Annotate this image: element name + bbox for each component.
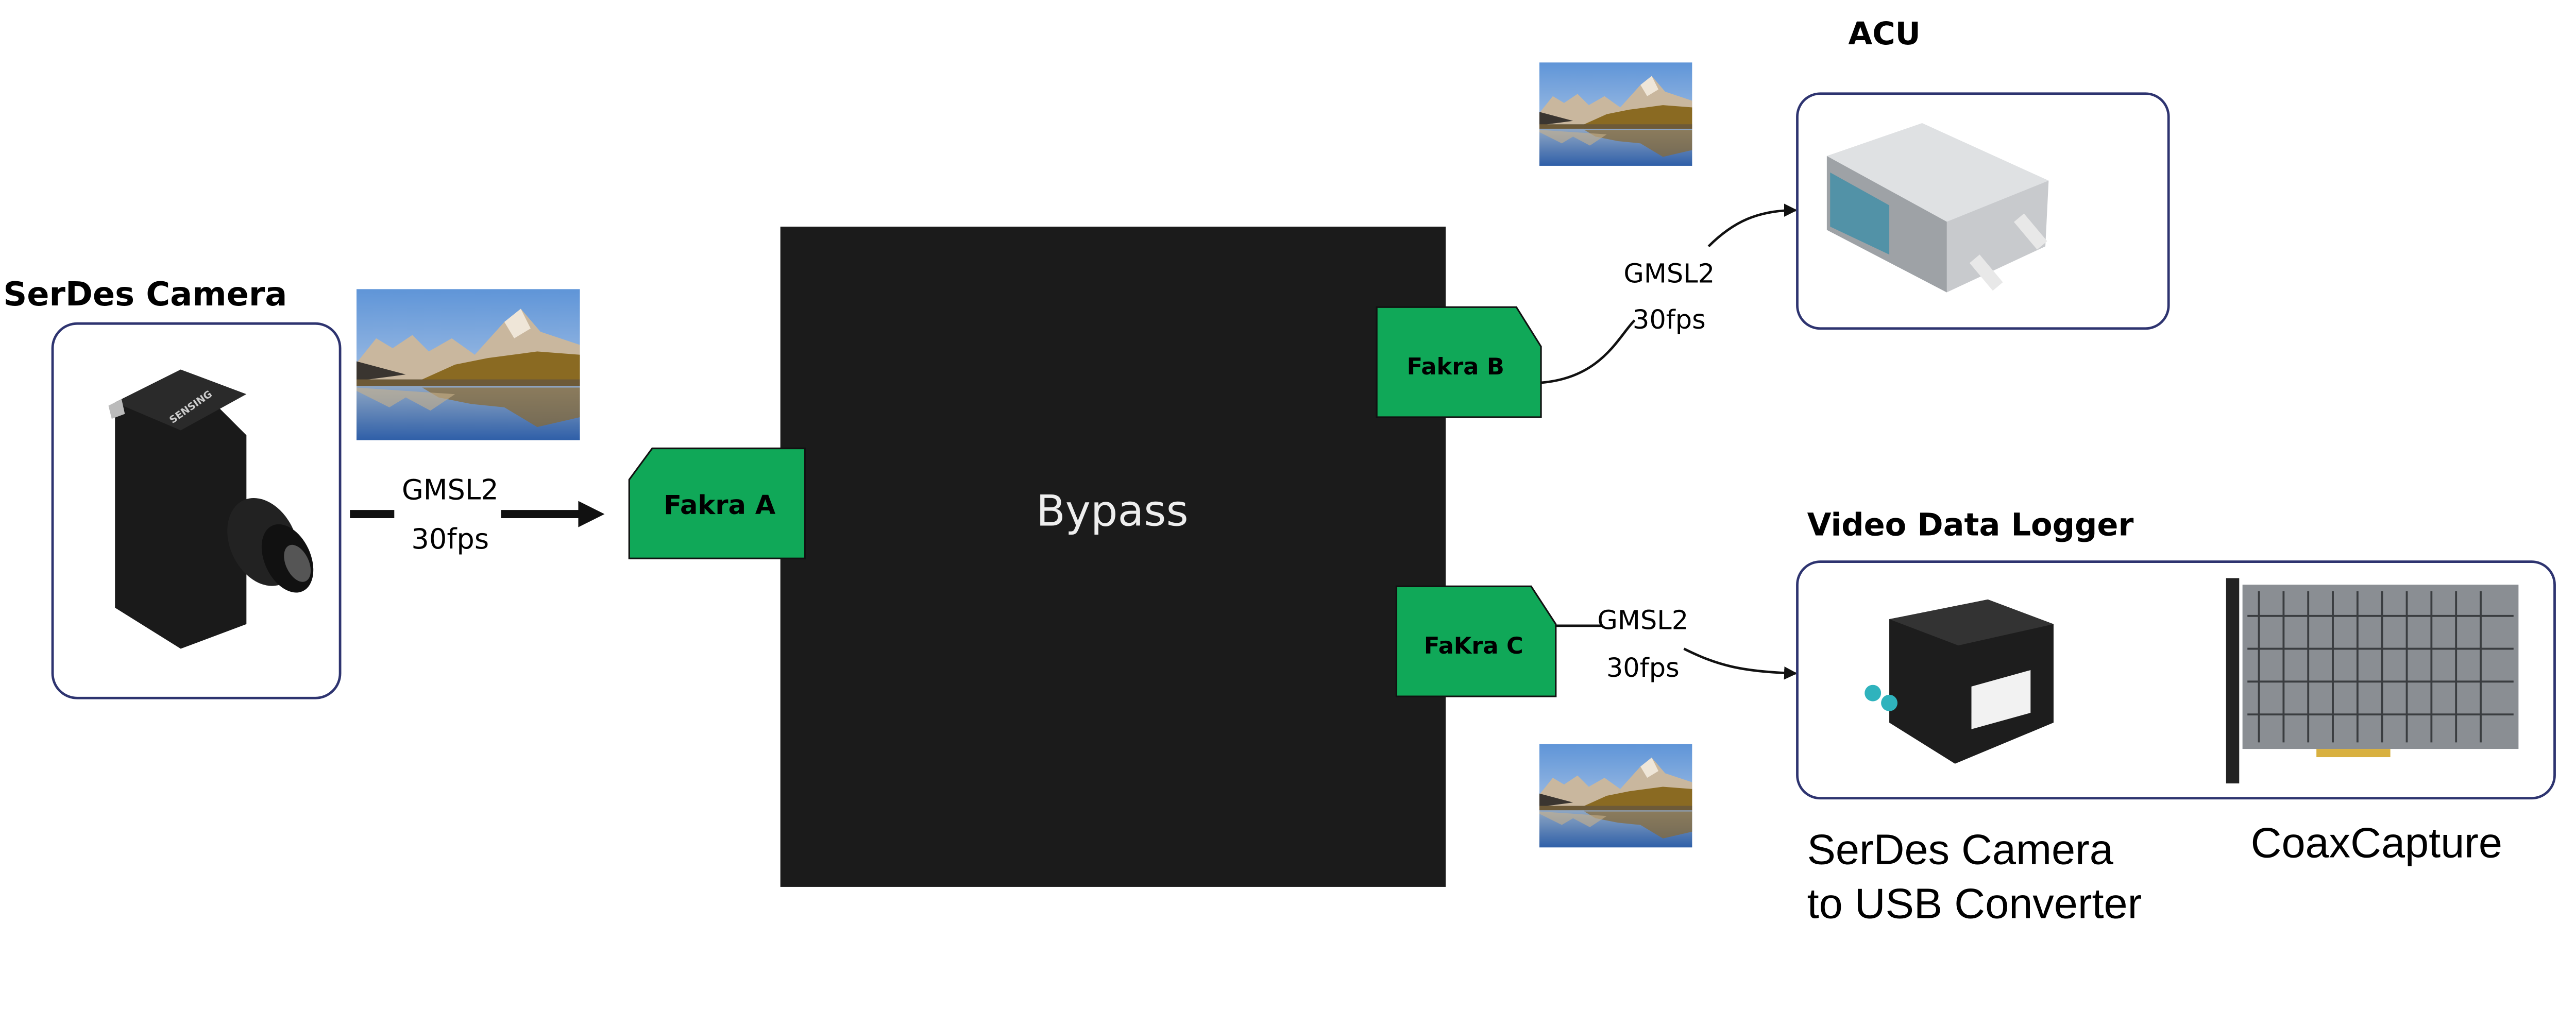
coaxcapture-label: CoaxCapture bbox=[2251, 819, 2502, 867]
link-c-arrow bbox=[1555, 624, 1796, 673]
converter-label-line1: SerDes Camera bbox=[1807, 825, 2114, 873]
acu-title: ACU bbox=[1848, 16, 1921, 52]
fakra-a-label: Fakra A bbox=[664, 490, 776, 521]
fakra-c-label: FaKra C bbox=[1424, 632, 1523, 659]
camera-title: SerDes Camera bbox=[3, 276, 287, 314]
landscape-image-acu bbox=[1539, 62, 1692, 166]
landscape-image-input bbox=[356, 289, 580, 440]
fakra-b-label: Fakra B bbox=[1407, 353, 1504, 380]
bypass-box bbox=[780, 227, 1446, 887]
diagram-canvas: SerDes Camera SENSING GMSL2 30fps Bypass… bbox=[3, 16, 2556, 928]
landscape-image-logger bbox=[1539, 744, 1692, 848]
coaxcapture-card-image bbox=[2226, 578, 2519, 784]
acu-device-image bbox=[1826, 123, 2049, 293]
bypass-label: Bypass bbox=[1036, 486, 1189, 536]
link-a-rate: 30fps bbox=[411, 523, 489, 555]
link-b-arrow bbox=[1540, 210, 1795, 384]
link-a-protocol: GMSL2 bbox=[402, 473, 499, 506]
logger-title: Video Data Logger bbox=[1807, 507, 2134, 543]
serdes-camera-image: SENSING bbox=[108, 369, 314, 649]
link-b-rate: 30fps bbox=[1633, 305, 1706, 335]
fakra-c-port bbox=[1395, 585, 1557, 697]
link-c-rate: 30fps bbox=[1606, 653, 1680, 683]
link-c-protocol: GMSL2 bbox=[1597, 605, 1688, 636]
link-b-protocol: GMSL2 bbox=[1623, 259, 1715, 289]
link-a-arrow bbox=[350, 501, 605, 527]
fakra-a-port bbox=[628, 447, 806, 559]
converter-label-line2: to USB Converter bbox=[1807, 880, 2142, 928]
